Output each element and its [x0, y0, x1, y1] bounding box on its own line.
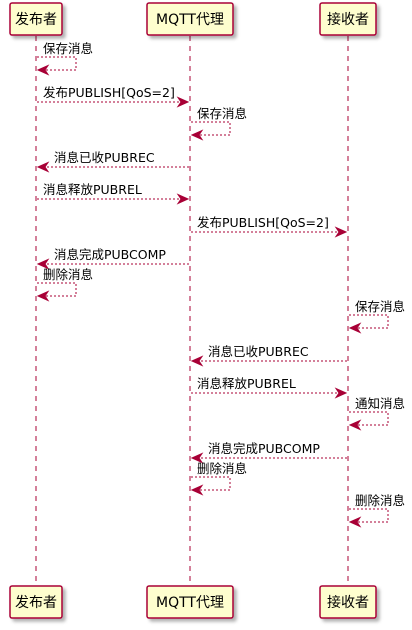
participant-broker-top: MQTT代理: [146, 2, 234, 36]
message-4: 消息已收PUBREC: [36, 150, 189, 173]
message-label: 消息完成PUBCOMP: [54, 247, 166, 262]
participant-sub-top: 接收者: [319, 2, 377, 36]
message-6: 发布PUBLISH[QoS=2]: [191, 215, 348, 238]
message-14: 删除消息: [190, 461, 247, 496]
participant-sub-bottom: 接收者: [319, 585, 377, 619]
participant-pub-top: 发布者: [9, 2, 63, 36]
message-label: 删除消息: [43, 267, 93, 282]
message-5: 消息释放PUBREL: [37, 182, 190, 205]
message-label: 保存消息: [197, 106, 247, 121]
message-3: 保存消息: [190, 106, 247, 141]
message-8: 删除消息: [36, 267, 93, 302]
message-label: 删除消息: [355, 493, 405, 508]
message-label: 发布PUBLISH[QoS=2]: [43, 85, 175, 100]
participant-label: MQTT代理: [156, 12, 224, 28]
message-10: 消息已收PUBREC: [190, 344, 347, 367]
message-label: 保存消息: [355, 299, 405, 314]
participant-label: 接收者: [327, 594, 369, 611]
message-label: 通知消息: [355, 396, 405, 411]
participant-label: 发布者: [15, 595, 57, 611]
participant-broker-bottom: MQTT代理: [146, 585, 234, 619]
message-2: 发布PUBLISH[QoS=2]: [37, 85, 190, 108]
message-label: 消息释放PUBREL: [43, 182, 142, 197]
message-label: 保存消息: [43, 41, 93, 56]
participant-label: 发布者: [15, 12, 57, 28]
message-1: 保存消息: [36, 41, 93, 76]
message-7: 消息完成PUBCOMP: [36, 247, 189, 270]
message-label: 消息已收PUBREC: [54, 150, 155, 165]
participant-label: MQTT代理: [156, 595, 224, 611]
participant-label: 接收者: [327, 11, 369, 28]
message-11: 消息释放PUBREL: [191, 376, 348, 399]
message-label: 发布PUBLISH[QoS=2]: [197, 215, 329, 230]
message-12: 通知消息: [348, 396, 405, 431]
message-label: 消息完成PUBCOMP: [208, 441, 320, 456]
message-9: 保存消息: [348, 299, 405, 334]
message-15: 删除消息: [348, 493, 405, 528]
message-label: 消息释放PUBREL: [197, 376, 296, 391]
message-label: 消息已收PUBREC: [208, 344, 309, 359]
message-label: 删除消息: [197, 461, 247, 476]
message-13: 消息完成PUBCOMP: [190, 441, 347, 464]
participant-pub-bottom: 发布者: [9, 585, 63, 619]
